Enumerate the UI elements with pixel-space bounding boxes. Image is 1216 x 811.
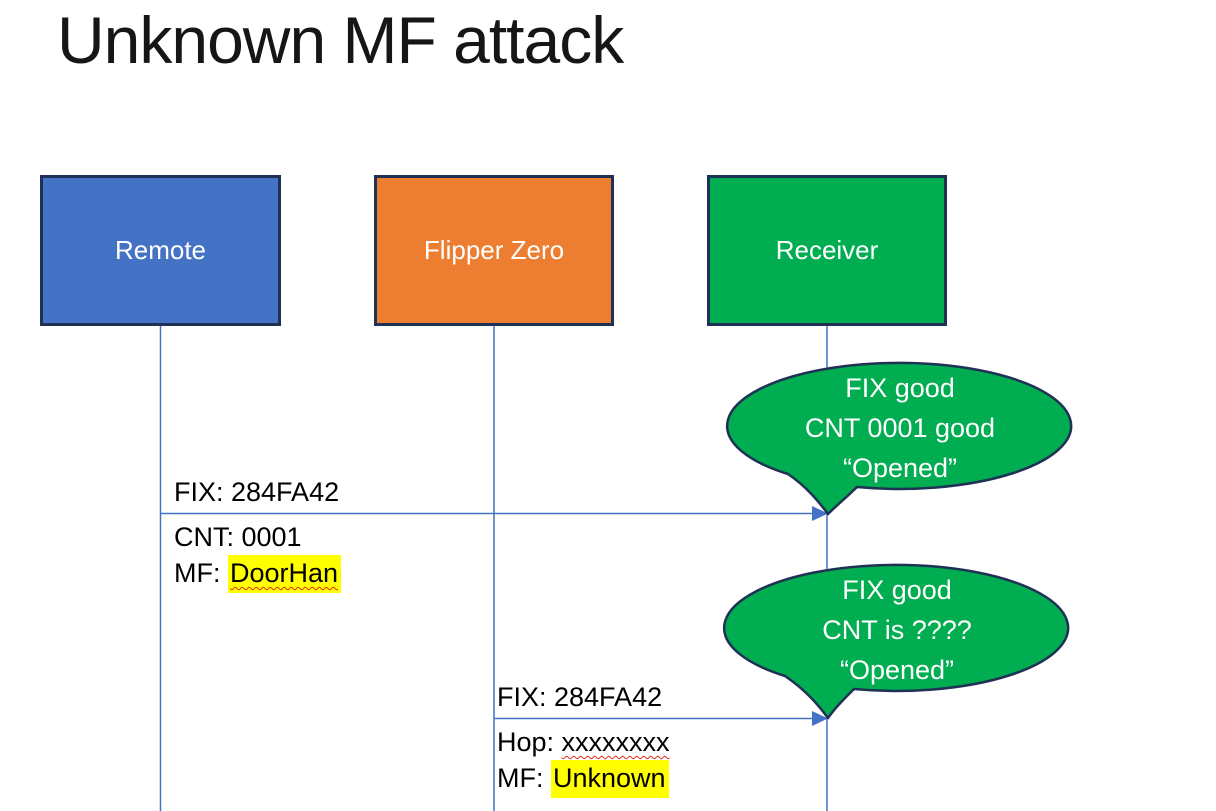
bubble-2-line-1: FIX good: [842, 575, 952, 605]
message-2-hop-prefix: Hop:: [497, 727, 562, 757]
actor-box-flipper-zero: Flipper Zero: [374, 175, 614, 326]
speech-bubble-1-shape: [725, 361, 1073, 516]
actor-label-receiver: Receiver: [775, 235, 879, 265]
message-arrow-flipper-to-receiver: [494, 711, 828, 726]
message-1-mf-prefix: MF:: [174, 558, 228, 588]
message-arrow-remote-to-receiver: [160, 506, 828, 521]
message-2-line-mf: MF: Unknown: [497, 760, 669, 798]
bubble-1-line-3: “Opened”: [842, 453, 958, 483]
bubble-2-line-2: CNT is ????: [822, 615, 972, 645]
speech-bubble-2-shape: [722, 563, 1070, 720]
actor-box-receiver: Receiver: [707, 175, 947, 326]
message-2-line-fix: FIX: 284FA42: [497, 682, 663, 712]
message-2-mf-prefix: MF:: [497, 763, 551, 793]
message-2-line-hop: Hop: xxxxxxxx: [497, 727, 670, 757]
bubble-2-line-3: “Opened”: [839, 655, 955, 685]
message-1-line-fix: FIX: 284FA42: [174, 477, 340, 507]
speech-bubble-2-text: FIX good CNT is ???? “Opened”: [725, 570, 1069, 690]
message-1-mf-value-highlighted: DoorHan: [228, 555, 342, 593]
actor-label-flipper-zero: Flipper Zero: [423, 235, 565, 265]
slide-title: Unknown MF attack: [57, 3, 624, 77]
arrowhead-icon: [812, 711, 828, 726]
bubble-1-line-2: CNT 0001 good: [804, 413, 996, 443]
message-1-line-cnt: CNT: 0001: [174, 522, 302, 552]
message-2-mf-value-highlighted: Unknown: [551, 760, 669, 798]
actor-box-remote: Remote: [40, 175, 281, 326]
arrowhead-icon: [812, 506, 828, 521]
actor-label-remote: Remote: [114, 235, 207, 265]
bubble-1-line-1: FIX good: [845, 373, 955, 403]
message-2-hop-value: xxxxxxxx: [561, 727, 670, 757]
speech-bubble-1-text: FIX good CNT 0001 good “Opened”: [728, 368, 1072, 488]
message-1-line-mf: MF: DoorHan: [174, 555, 342, 593]
